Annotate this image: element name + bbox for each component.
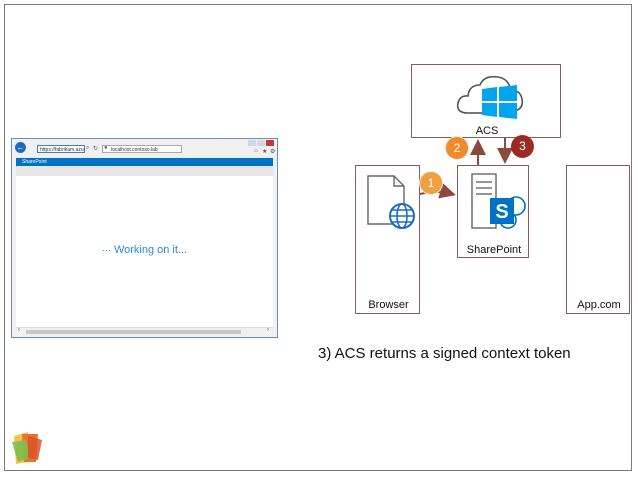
cloud-icon [456,75,524,114]
step-1-badge: 1 [419,171,443,195]
browser-window: ← https://fabrikam.azur ⌕ ↻ localhost.co… [11,138,278,338]
spinner-icon: ⋯ [101,245,111,255]
browser-box: Browser [355,165,420,314]
logo-icon [12,432,42,464]
close-button[interactable] [266,140,274,146]
scrollbar-thumb[interactable] [26,330,241,334]
maximize-button[interactable] [257,140,265,146]
windows-logo-icon [482,85,517,119]
horizontal-scrollbar[interactable]: ‹ › [16,327,273,336]
browser-titlebar: ← https://fabrikam.azur ⌕ ↻ localhost.co… [12,139,277,156]
minimize-button[interactable] [248,140,256,146]
svg-text:S: S [495,201,508,223]
home-icon[interactable]: ⌂ [254,148,258,154]
browser-label: Browser [368,299,409,311]
slide-caption: 3) ACS returns a signed context token [318,345,571,362]
page-content: ⋯ Working on it... [16,176,273,327]
working-status: ⋯ Working on it... [16,244,273,256]
step-2-badge: 2 [445,136,469,160]
gear-icon[interactable]: ⚙ [270,149,276,155]
app-label: App.com [577,299,621,311]
refresh-icon[interactable]: ↻ [93,146,99,152]
scroll-right-icon[interactable]: › [267,327,269,333]
acs-label: ACS [475,125,499,137]
acs-box: ACS [411,64,561,138]
working-text: Working on it... [113,244,188,256]
sharepoint-label: SharePoint [466,244,522,256]
document-globe-icon [367,175,415,229]
ribbon-bar [16,166,273,176]
address-bar[interactable]: https://fabrikam.azur [37,145,85,153]
search-icon[interactable]: ⌕ [86,145,90,151]
sharepoint-box: S SharePoint [457,165,529,258]
tab-favicon: ● [104,145,108,151]
scroll-left-icon[interactable]: ‹ [18,327,20,333]
back-icon[interactable]: ← [15,142,26,153]
browser-tab[interactable]: localhost.contoso.lab [102,145,182,153]
sharepoint-server-icon: S [471,173,526,229]
sharepoint-suite-bar: SharePoint [16,158,273,166]
slide-frame [4,4,632,471]
app-box: App.com [566,165,630,314]
step-3-badge: 3 [511,135,534,158]
favorites-icon[interactable]: ★ [262,149,268,155]
